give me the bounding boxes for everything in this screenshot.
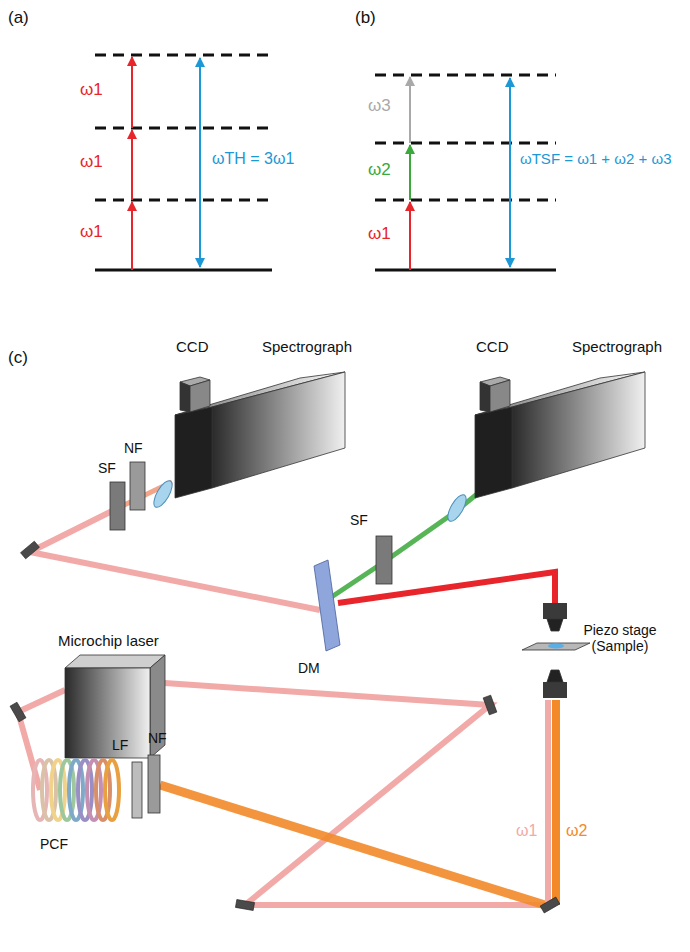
short-pass-filter [110,482,125,530]
virtual-level [95,199,272,202]
short-pass-filter [376,536,392,584]
laser-front [65,668,150,758]
part-name: PCF [40,836,68,852]
spectrograph-front [475,407,512,498]
ccd-front [180,382,190,412]
objective-body [543,603,567,619]
photon-arrow [409,202,411,270]
part-name: DM [298,660,320,676]
photon-arrow [409,145,411,200]
part-name: SF [350,512,368,528]
part-name: Spectrograph [572,338,662,355]
part-name: NF [124,440,143,456]
spectrograph-body [512,372,645,488]
objective-tip [547,670,563,682]
photon-arrow [409,77,411,143]
frequency-label: ωTH = 3ω1 [212,150,294,168]
signal-beam [30,508,118,552]
ccd-side [490,380,510,412]
mirror [235,899,254,910]
frequency-label: ω3 [368,96,391,116]
frequency-label: ω1 [80,152,103,172]
mirror [483,695,497,715]
fiber-coil [105,760,119,820]
panel-letter: (b) [355,8,376,28]
frequency-label: ω1 [368,224,391,244]
part-name: CCD [176,338,209,355]
virtual-level [375,199,556,202]
part-name: SF [98,460,116,476]
part-name: Piezo stage (Sample) [574,622,666,654]
ccd-front [480,382,490,412]
photon-arrow [509,78,511,267]
frequency-label: ωTSF = ω1 + ω2 + ω3 [520,150,672,167]
beam-label: ω1 [516,822,537,840]
panel-letter: (c) [8,348,28,368]
objective-body [543,682,567,698]
panel-letter: (a) [8,8,29,28]
virtual-level [95,127,272,130]
virtual-level [95,54,272,57]
ground-level [375,269,556,272]
spectrograph-body [212,372,345,488]
notch-filter [148,755,160,813]
part-name: CCD [476,338,509,355]
dichroic-mirror [314,560,340,651]
spectrograph-front [175,407,212,498]
virtual-level [375,142,556,145]
mirror [540,897,560,913]
lens [150,478,175,510]
beam-label: ω2 [566,822,587,840]
frequency-label: ω2 [368,160,391,180]
mirror [21,541,40,559]
photon-arrow [131,130,133,200]
part-name: NF [148,730,167,746]
mirror [10,702,26,722]
lens [444,492,469,524]
photon-arrow [199,58,201,267]
notch-filter [130,462,145,510]
piezo-stage [522,643,590,650]
objective-tip [547,619,563,631]
stokes-beam [160,785,545,905]
frequency-label: ω1 [80,80,103,100]
signal-beam [330,490,482,598]
virtual-level [375,74,556,77]
long-pass-filter [132,762,142,818]
part-name: Microchip laser [58,632,159,649]
photon-arrow [131,202,133,270]
pump-beam [150,682,545,905]
laser-top [65,655,165,668]
signal-beam [30,552,320,610]
frequency-label: ω1 [80,222,103,242]
part-name: Spectrograph [262,338,352,355]
signal-beam [338,572,555,605]
photon-arrow [131,57,133,128]
ground-level [95,269,272,272]
sample [548,644,564,649]
stokes-beam [552,700,560,905]
ccd-side [190,380,210,412]
pump-beam [545,700,551,905]
part-name: LF [112,737,128,753]
